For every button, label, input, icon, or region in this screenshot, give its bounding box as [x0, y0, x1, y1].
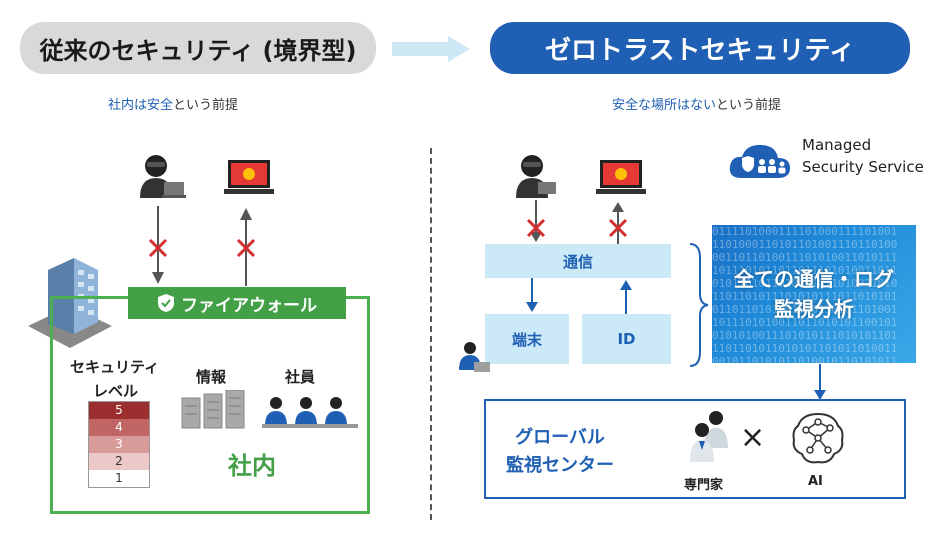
hacker-icon — [140, 155, 186, 198]
hacker-icon — [516, 155, 556, 198]
ai-brain-icon — [792, 412, 844, 464]
deny-cross-icon — [608, 218, 628, 238]
experts-icon — [690, 411, 728, 462]
transition-arrow-icon — [392, 36, 470, 62]
right-subtitle: 安全な場所はないという前提 — [612, 98, 782, 113]
level-row: 3 — [89, 436, 149, 453]
deny-cross-icon — [526, 218, 546, 238]
cloud-security-icon — [729, 144, 790, 178]
grouping-brace-icon — [689, 243, 709, 367]
comm-to-terminal-arrow-icon — [526, 278, 538, 312]
times-symbol: × — [740, 420, 766, 455]
ai-label: AI — [808, 474, 823, 489]
id-to-comm-arrow-icon — [620, 280, 632, 314]
global-monitoring-center-label: グローバル 監視センター — [506, 427, 614, 476]
user-laptop-icon — [459, 342, 490, 372]
inner-network-label: 社内 — [228, 452, 276, 480]
firewall-banner: ファイアウォール — [128, 287, 346, 319]
infected-laptop-icon — [596, 160, 646, 194]
global-monitoring-center-box — [484, 399, 906, 499]
mss-label: Managed Security Service — [802, 136, 924, 176]
infected-laptop-icon — [224, 160, 274, 194]
zero-trust-title: ゼロトラストセキュリティ — [490, 22, 910, 74]
level-row: 2 — [89, 453, 149, 470]
server-rack-icon — [181, 390, 245, 429]
security-level-label-2: レベル — [93, 382, 139, 400]
id-box: ID — [582, 314, 671, 364]
level-row: 4 — [89, 419, 149, 436]
section-divider — [430, 148, 432, 520]
info-label: 情報 — [196, 368, 227, 386]
security-level-table: 5 4 3 2 1 — [88, 401, 150, 488]
expert-label: 専門家 — [684, 478, 724, 493]
communication-box: 通信 — [485, 244, 671, 278]
level-row: 1 — [89, 470, 149, 487]
deny-cross-icon — [148, 238, 168, 258]
traditional-security-title: 従来のセキュリティ (境界型) — [20, 22, 376, 74]
outbound-arrow-icon — [240, 208, 252, 286]
level-row: 5 — [89, 402, 149, 419]
firewall-label: ファイアウォール — [181, 295, 317, 316]
left-subtitle: 社内は安全という前提 — [108, 98, 239, 113]
deny-cross-icon — [236, 238, 256, 258]
analysis-to-center-arrow-icon — [814, 364, 826, 400]
staff-label: 社員 — [285, 368, 316, 386]
employees-icon — [262, 397, 358, 428]
terminal-box: 端末 — [485, 314, 569, 364]
inbound-arrow-icon — [152, 206, 164, 284]
security-level-label: セキュリティ — [70, 358, 160, 376]
log-analysis-panel: 0111101000111101000111101001 11010001101… — [712, 225, 916, 363]
shield-icon — [158, 294, 174, 312]
